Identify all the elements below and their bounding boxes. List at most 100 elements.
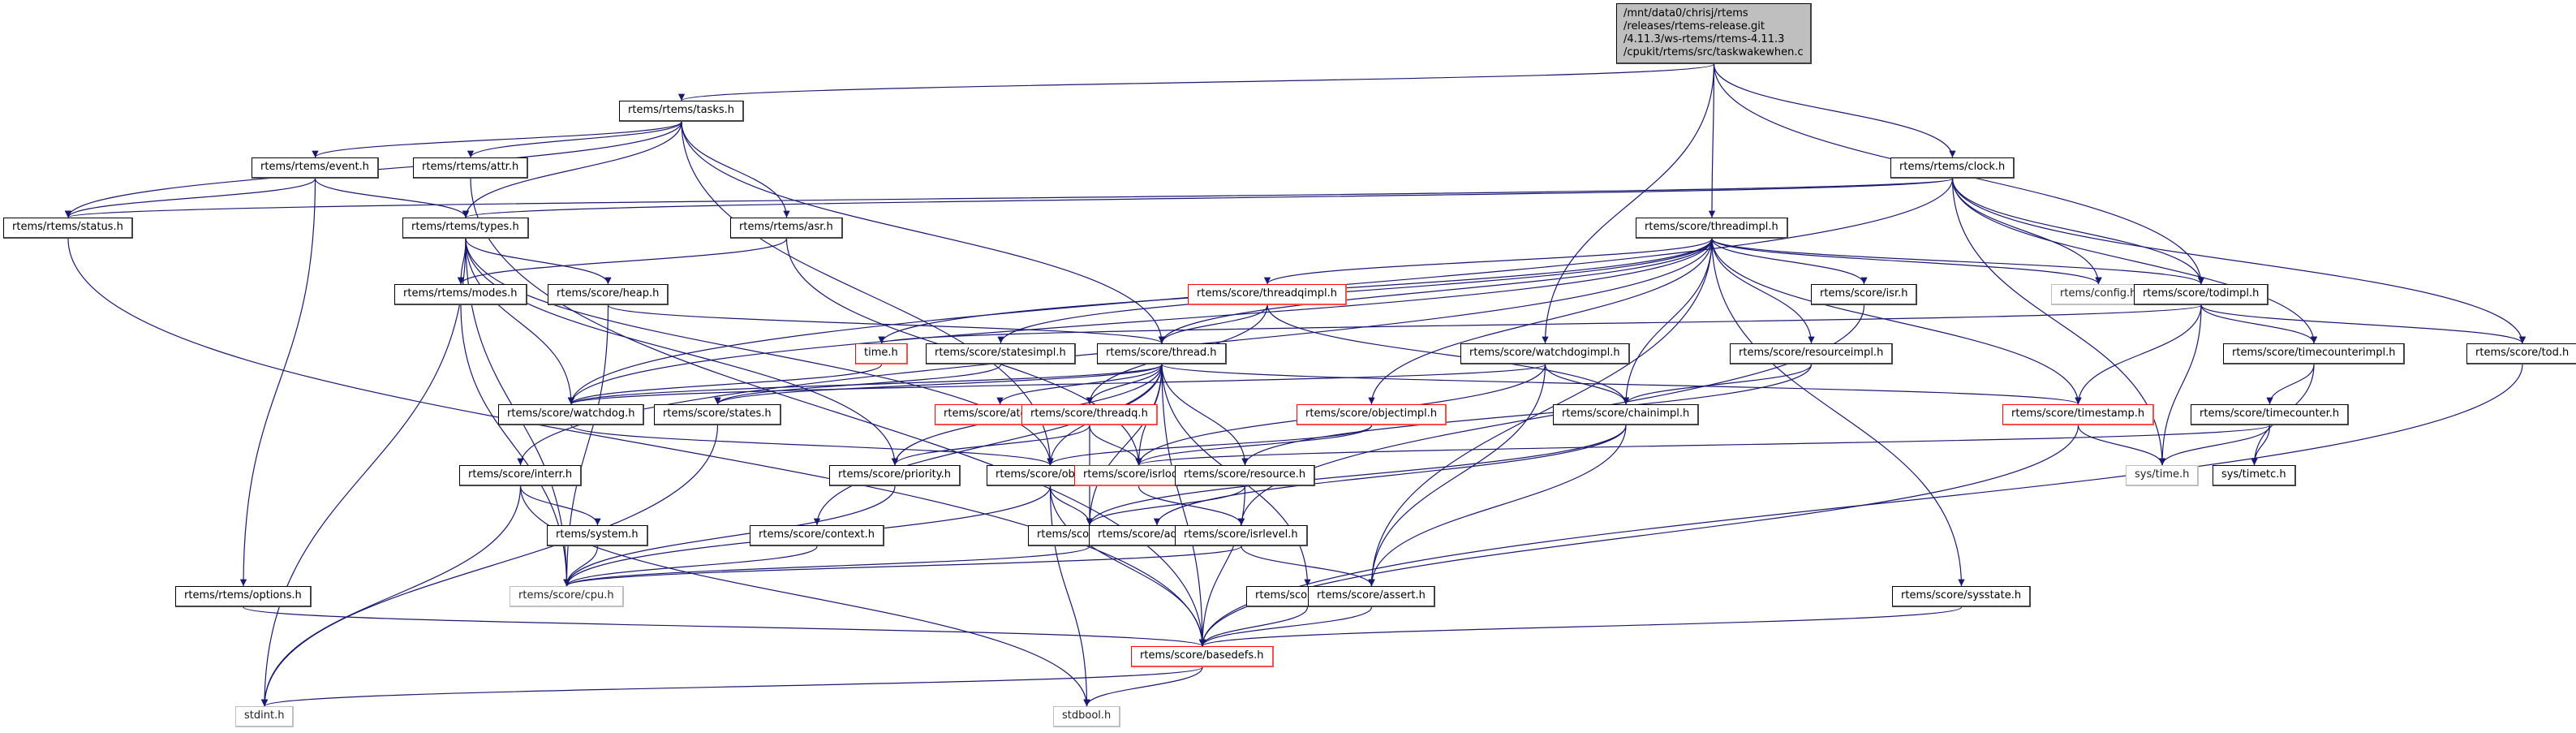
node-system[interactable]: rtems/system.h [547, 525, 648, 546]
edge-threadimpl-to-statesimpl [997, 238, 1713, 344]
node-stdbool[interactable]: stdbool.h [1053, 706, 1121, 727]
edge-objectimpl-to-isrlock [1135, 425, 1373, 466]
edge-thread-to-states [714, 364, 1163, 405]
node-modes[interactable]: rtems/rtems/modes.h [394, 284, 527, 305]
edge-tasks-to-asr [681, 121, 790, 218]
edge-clock-to-timecounterimpl [1951, 178, 2318, 344]
node-statesimpl[interactable]: rtems/score/statesimpl.h [926, 343, 1076, 364]
node-status[interactable]: rtems/rtems/status.h [3, 218, 133, 239]
edge-thread-to-watchdog [568, 364, 1163, 405]
node-config[interactable]: rtems/config.h [2051, 284, 2147, 305]
node-timecounter[interactable]: rtems/score/timecounter.h [2191, 404, 2350, 425]
edge-timestamp-to-systime [2077, 425, 2166, 466]
edge-threadimpl-to-thread [1158, 238, 1713, 344]
edge-threadimpl-to-todimpl [1711, 238, 2205, 285]
node-chainimpl[interactable]: rtems/score/chainimpl.h [1553, 404, 1700, 425]
node-options[interactable]: rtems/rtems/options.h [175, 586, 312, 607]
node-cpu[interactable]: rtems/score/cpu.h [510, 586, 624, 607]
edge-chainimpl-to-assert [1368, 425, 1627, 587]
edge-timestamp-to-basedefs [1198, 425, 2079, 647]
edge-clock-to-types [462, 178, 1954, 218]
node-sysstate[interactable]: rtems/score/sysstate.h [1892, 586, 2032, 607]
node-assert[interactable]: rtems/score/assert.h [1308, 586, 1435, 607]
edge-threadimpl-to-config [1711, 238, 2102, 285]
node-root: /mnt/data0/chrisj/rtems /releases/rtems-… [1616, 3, 1812, 64]
node-systime[interactable]: sys/time.h [2126, 465, 2200, 486]
node-threadq[interactable]: rtems/score/threadq.h [1021, 404, 1158, 425]
node-timecounterimpl[interactable]: rtems/score/timecounterimpl.h [2223, 343, 2406, 364]
edge-timecounterimpl-to-timecounter [2266, 364, 2315, 405]
node-threadimpl[interactable]: rtems/score/threadimpl.h [1636, 218, 1788, 239]
edge-options-to-basedefs [243, 606, 1206, 647]
edge-sysstate-to-basedefs [1199, 606, 1963, 647]
edge-clock-to-todimpl [1951, 178, 2205, 285]
node-isr[interactable]: rtems/score/isr.h [1811, 284, 1918, 305]
node-types[interactable]: rtems/rtems/types.h [402, 218, 529, 239]
node-thread[interactable]: rtems/score/thread.h [1097, 343, 1227, 364]
node-interr[interactable]: rtems/score/interr.h [459, 465, 583, 486]
node-context[interactable]: rtems/score/context.h [750, 525, 884, 546]
node-asr[interactable]: rtems/rtems/asr.h [730, 218, 843, 239]
node-isrlevel[interactable]: rtems/score/isrlevel.h [1175, 525, 1308, 546]
edge-assert-to-basedefs [1198, 606, 1373, 647]
edge-thread-to-timestamp [1161, 364, 2082, 405]
edge-threadqimpl-to-chainimpl [1266, 304, 1630, 405]
edge-threadq-to-priority [891, 425, 1090, 466]
edge-timeh-to-watchdog [567, 364, 883, 405]
node-objectimpl[interactable]: rtems/score/objectimpl.h [1297, 404, 1447, 425]
edge-resource-to-chain [1086, 485, 1246, 526]
edge-status-to-basedefs [67, 238, 1206, 647]
edge-event-to-types [314, 178, 470, 218]
edge-tasks-to-types [462, 121, 682, 218]
edge-threadimpl-to-threadqimpl [1263, 238, 1713, 285]
edge-types-to-priority [465, 238, 899, 466]
node-stdint[interactable]: stdint.h [235, 706, 295, 727]
node-states[interactable]: rtems/score/states.h [654, 404, 781, 425]
edge-types-to-heap [465, 238, 612, 285]
edge-watchdog-to-object [570, 425, 1054, 466]
edge-object-to-stdbool [1049, 485, 1090, 707]
node-tasks[interactable]: rtems/rtems/tasks.h [619, 101, 745, 122]
node-timeh[interactable]: time.h [855, 343, 908, 364]
edge-clock-to-status [65, 178, 1954, 218]
edge-threadqimpl-to-thread [1158, 304, 1268, 344]
edge-threadimpl-to-chainimpl [1622, 238, 1713, 405]
edge-event-to-options [239, 178, 316, 587]
edge-thread-to-chain [1086, 364, 1163, 526]
node-attr[interactable]: rtems/rtems/attr.h [413, 157, 529, 179]
edge-tasks-to-attr [467, 121, 682, 158]
node-threadqimpl[interactable]: rtems/score/threadqimpl.h [1188, 284, 1347, 305]
node-resourceimpl[interactable]: rtems/score/resourceimpl.h [1730, 343, 1894, 364]
edge-chain-to-cpu [563, 545, 1090, 587]
edge-todimpl-to-timeh [878, 304, 2202, 344]
edge-root-to-watchdogimpl [1542, 63, 1715, 344]
node-basedefs[interactable]: rtems/score/basedefs.h [1131, 646, 1274, 667]
node-watchdogimpl[interactable]: rtems/score/watchdogimpl.h [1460, 343, 1630, 364]
node-clock[interactable]: rtems/rtems/clock.h [1890, 157, 2015, 179]
edge-threadimpl-to-sysstate [1711, 238, 1965, 587]
node-priority[interactable]: rtems/score/priority.h [829, 465, 961, 486]
edge-thread-to-threadq [1086, 364, 1163, 405]
node-watchdog[interactable]: rtems/score/watchdog.h [498, 404, 645, 425]
node-resource[interactable]: rtems/score/resource.h [1175, 465, 1316, 486]
edge-threadq-to-isrlock [1089, 425, 1142, 466]
edge-objectimpl-to-object [1047, 425, 1373, 466]
node-event[interactable]: rtems/rtems/event.h [252, 157, 379, 179]
edge-todimpl-to-tod [2200, 304, 2527, 344]
edge-stack-to-basedefs [1198, 606, 1309, 647]
node-systimetc[interactable]: sys/timetc.h [2213, 465, 2296, 486]
edge-watchdogimpl-to-watchdog [568, 364, 1546, 405]
edge-interr-to-stdint [260, 485, 522, 707]
edge-root-to-clock [1713, 63, 1956, 158]
edge-timecounter-to-systime [2158, 425, 2271, 466]
node-timestamp[interactable]: rtems/score/timestamp.h [2002, 404, 2155, 425]
node-todimpl[interactable]: rtems/score/todimpl.h [2134, 284, 2269, 305]
edge-root-to-tasks [678, 63, 1715, 101]
edge-timecounter-to-systimetc [2251, 425, 2271, 466]
edge-threadimpl-to-assert [1368, 238, 1713, 587]
node-tod[interactable]: rtems/score/tod.h [2466, 343, 2576, 364]
edge-basedefs-to-stdbool [1083, 666, 1203, 707]
edge-todimpl-to-timecounterimpl [2200, 304, 2318, 344]
node-heap[interactable]: rtems/score/heap.h [548, 284, 669, 305]
